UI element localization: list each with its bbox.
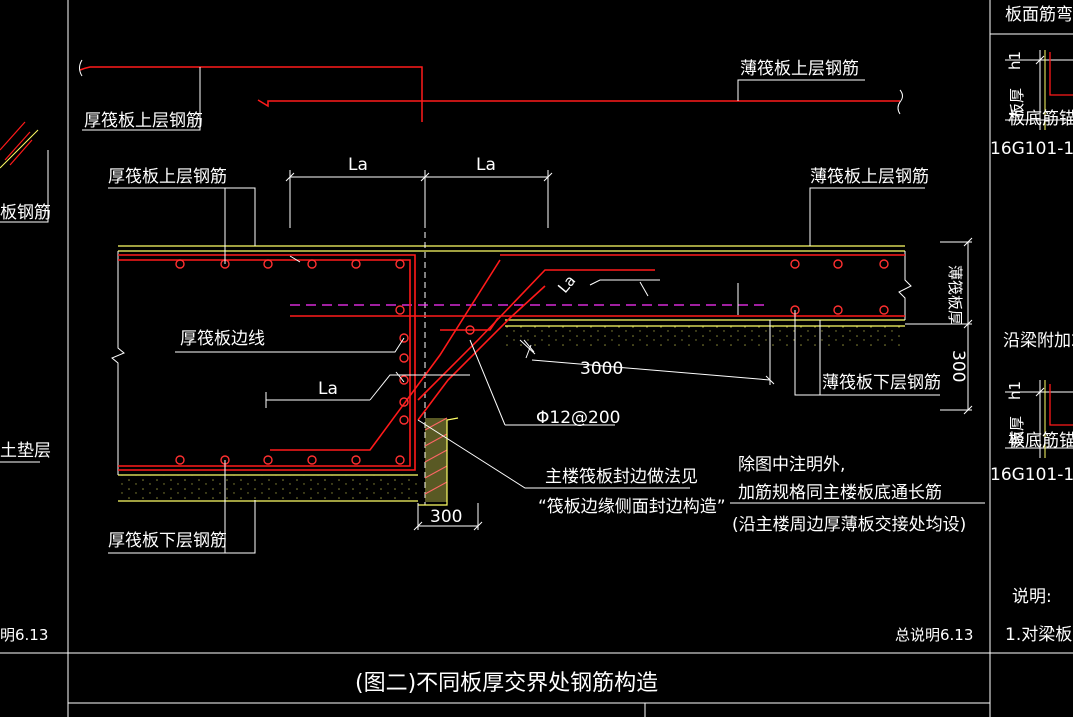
label-thin-bottom: 薄筏板下层钢筋 <box>822 373 941 393</box>
label-thin-top-2: 薄筏板上层钢筋 <box>810 167 929 187</box>
right-code-a: 16G101-1构 <box>990 139 1073 159</box>
label-dim-300-right: 300 <box>948 350 968 382</box>
label-dim-3000: 3000 <box>580 359 623 379</box>
wall-hatch <box>418 417 459 506</box>
label-la-3: La <box>318 379 338 399</box>
right-anchor-a: 板底筋锚固 <box>1008 109 1073 129</box>
right-anchor-b: 板底筋锚固 <box>1008 431 1073 451</box>
left-label-cushion: 土垫层 <box>0 441 51 461</box>
right-h1-a: h1 <box>1006 51 1024 70</box>
left-label-rebar: 板钢筋 <box>0 203 51 223</box>
la-dimensions <box>285 170 553 228</box>
left-ref: 明6.13 <box>0 626 48 644</box>
right-label-top: 板面筋弯折锚 <box>1005 5 1073 25</box>
right-plate-b: 板厚 <box>1008 416 1026 446</box>
drawing-title: (图二)不同板厚交界处钢筋构造 <box>355 671 658 696</box>
right-note-1: 1.对梁板式筏 <box>1005 625 1073 645</box>
left-panel: 板钢筋 土垫层 明6.13 <box>0 121 51 644</box>
label-thick-top-1: 厚筏板上层钢筋 <box>84 111 203 131</box>
right-h1-b: h1 <box>1006 381 1024 400</box>
slab-rebars <box>118 254 905 471</box>
right-plate-a: 板厚 <box>1008 88 1026 118</box>
slab-left-edge <box>111 251 912 475</box>
label-ref-center: 总说明6.13 <box>895 626 973 644</box>
right-panel: 板面筋弯折锚 h1 板厚 板底筋锚固 16G101-1构 沿梁附加2Φ h1 板… <box>990 5 1073 645</box>
label-bar-spec: Φ12@200 <box>536 408 620 428</box>
label-thin-top-1: 薄筏板上层钢筋 <box>740 59 859 79</box>
label-dim-300-bottom: 300 <box>430 507 462 527</box>
right-note-title: 说明: <box>1012 587 1052 607</box>
label-thick-edge: 厚筏板边线 <box>180 329 265 349</box>
label-note-2: 加筋规格同主楼板底通长筋 <box>738 483 942 503</box>
label-thick-bottom: 厚筏板下层钢筋 <box>108 531 227 551</box>
right-code-b: 16G101-1构 <box>990 465 1073 485</box>
label-note-3: (沿主楼周边厚薄板交接处均设) <box>732 515 966 535</box>
label-thin-thickness: 薄筏板厚 <box>946 265 964 325</box>
top-rebar-lines <box>79 59 903 131</box>
concrete-hatch <box>118 326 905 501</box>
label-la-1: La <box>348 155 368 175</box>
label-la-2: La <box>476 155 496 175</box>
rebar-dots <box>175 259 889 465</box>
label-note-1: 除图中注明外, <box>738 455 845 475</box>
label-la-small: La <box>554 272 579 297</box>
label-thick-top-2: 厚筏板上层钢筋 <box>108 167 227 187</box>
leader-lines <box>108 187 985 554</box>
label-edge-note-1: 主楼筏板封边做法见 <box>545 467 698 487</box>
right-mid: 沿梁附加2Φ <box>1003 331 1073 351</box>
label-edge-note-2: “筏板边缘侧面封边构造” <box>538 497 726 517</box>
